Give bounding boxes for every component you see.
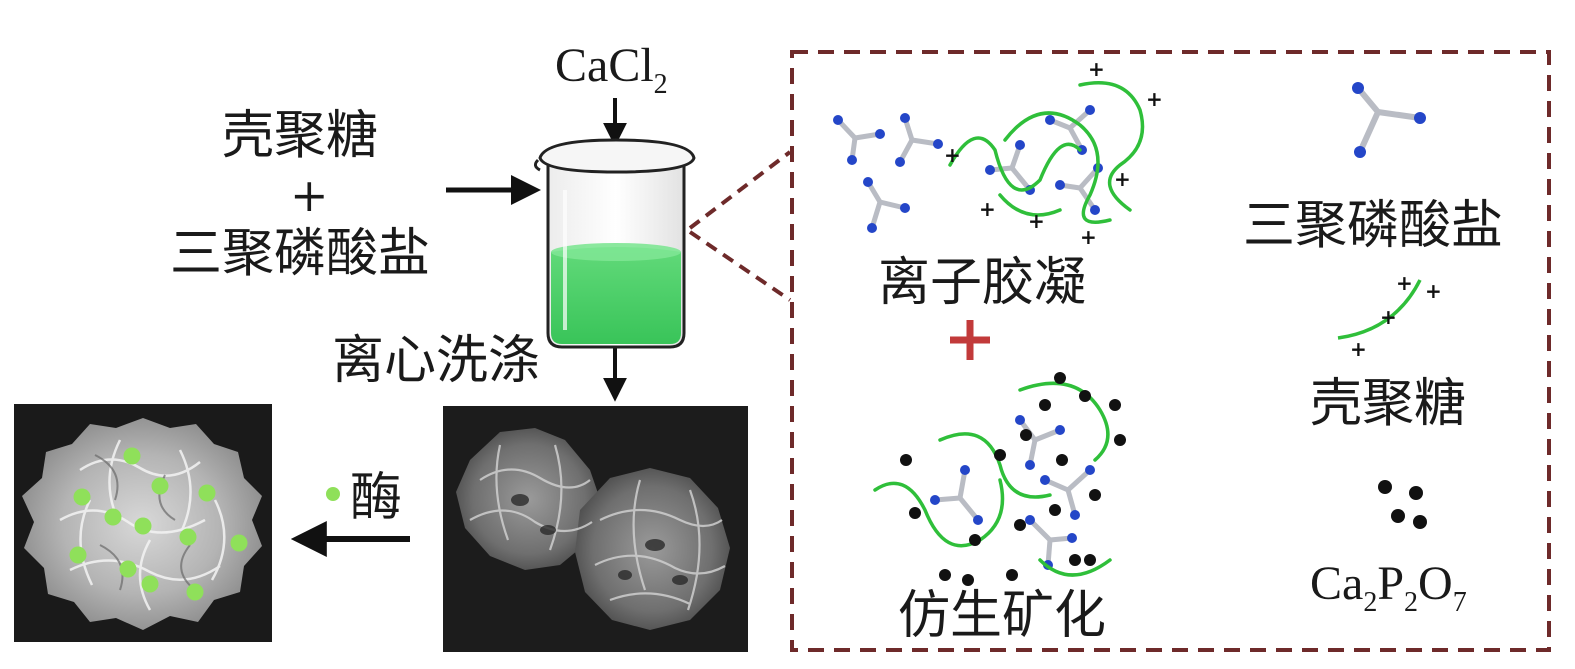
biomineralization-label: 仿生矿化 (898, 586, 1107, 646)
legend-chitosan-label: 壳聚糖 (1310, 374, 1467, 434)
legend-chitosan-icon: + + + + (1337, 271, 1442, 361)
biomineralization-illustration (873, 372, 1126, 586)
svg-text:+: + (1396, 271, 1413, 295)
ionic-gelation-label: 离子胶凝 (878, 253, 1087, 313)
enzyme-label: 酶 (350, 468, 403, 528)
legend-tripolyphosphate-label: 三聚磷酸盐 (1243, 196, 1504, 256)
input-chitosan-label: 壳聚糖 (222, 106, 379, 166)
ionic-gelation-illustration: + + + + + + + (833, 57, 1163, 249)
svg-text:+: + (1350, 337, 1367, 361)
legend-pyrophosphate-icon (1378, 480, 1427, 529)
svg-text:+: + (1080, 225, 1097, 249)
enzyme-dot-icon (326, 487, 340, 501)
sem-image-hybrid-flowers (443, 406, 748, 652)
svg-text:+: + (979, 197, 996, 221)
svg-text:+: + (1380, 305, 1397, 329)
svg-text:+: + (1146, 87, 1163, 111)
sem-image-enzyme-loaded (14, 404, 272, 642)
step-centrifuge-label: 离心洗涤 (332, 331, 541, 391)
input-plus-sign: + (290, 168, 329, 222)
svg-text:+: + (1088, 57, 1105, 81)
combination-plus-icon (950, 320, 990, 360)
legend-pyrophosphate-label: Ca2P2O7 (1310, 557, 1467, 618)
svg-text:+: + (1028, 209, 1045, 233)
beaker (533, 138, 696, 349)
zoom-connector-bottom (688, 230, 792, 302)
svg-text:+: + (944, 143, 961, 167)
legend-tripolyphosphate-icon (1352, 82, 1426, 158)
magnified-mechanism-box (790, 50, 1551, 652)
svg-text:+: + (1425, 279, 1442, 303)
svg-text:+: + (1114, 167, 1131, 191)
input-tripolyphosphate-label: 三聚磷酸盐 (170, 224, 431, 284)
zoom-connector-top (688, 150, 792, 230)
reagent-cacl2-label: CaCl2 (555, 39, 668, 100)
